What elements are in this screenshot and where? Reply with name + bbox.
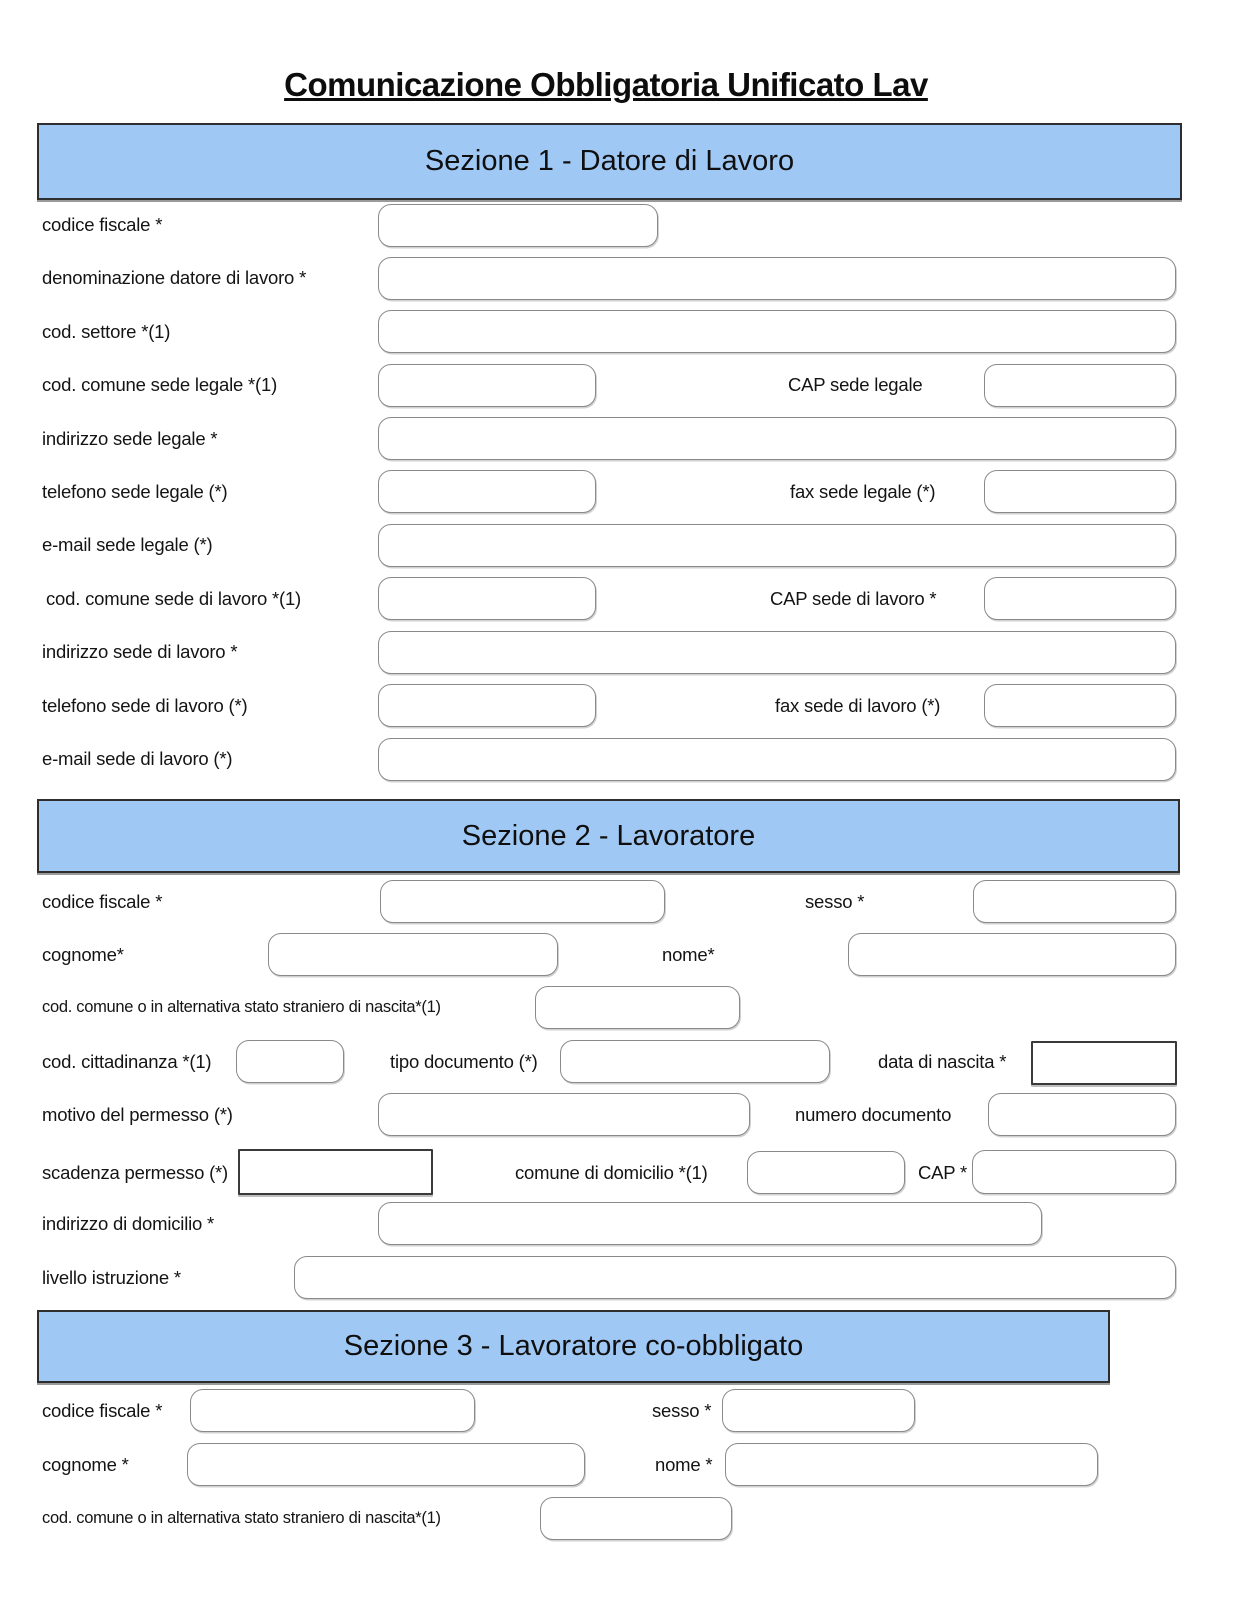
page-title: Comunicazione Obbligatoria Unificato Lav — [284, 66, 928, 103]
s1-fax-sede-lavoro-label: fax sede di lavoro (*) — [775, 695, 941, 716]
s2-cognome-input[interactable] — [268, 933, 558, 976]
s1-indirizzo-sede-lavoro-label: indirizzo sede di lavoro * — [42, 641, 238, 662]
s3-cod-comune-nascita-input[interactable] — [540, 1497, 732, 1540]
s1-telefono-sede-legale-label: telefono sede legale (*) — [42, 481, 228, 502]
s1-denominazione-label: denominazione datore di lavoro * — [42, 267, 307, 288]
s2-cognome-label: cognome* — [42, 944, 124, 965]
section3-header: Sezione 3 - Lavoratore co-obbligato — [37, 1310, 1110, 1383]
s1-cap-sede-legale-label: CAP sede legale — [788, 374, 923, 395]
s1-telefono-sede-lavoro-label: telefono sede di lavoro (*) — [42, 695, 248, 716]
s3-nome-input[interactable] — [725, 1443, 1098, 1486]
s1-telefono-sede-lavoro-input[interactable] — [378, 684, 596, 727]
s2-nome-input[interactable] — [848, 933, 1176, 976]
s2-cap-domicilio-label: CAP * — [918, 1162, 968, 1183]
s2-numero-documento-label: numero documento — [795, 1104, 952, 1125]
s1-fax-sede-legale-input[interactable] — [984, 470, 1176, 513]
s2-tipo-documento-label: tipo documento (*) — [390, 1051, 538, 1072]
s1-email-sede-legale-label: e-mail sede legale (*) — [42, 534, 213, 555]
s1-fax-sede-lavoro-input[interactable] — [984, 684, 1176, 727]
s2-indirizzo-domicilio-input[interactable] — [378, 1202, 1042, 1245]
s2-livello-istruzione-label: livello istruzione * — [42, 1267, 181, 1288]
s2-indirizzo-domicilio-label: indirizzo di domicilio * — [42, 1213, 215, 1234]
s1-email-sede-lavoro-label: e-mail sede di lavoro (*) — [42, 748, 233, 769]
s1-codice-fiscale-label: codice fiscale * — [42, 214, 163, 235]
s1-cap-sede-lavoro-input[interactable] — [984, 577, 1176, 620]
s3-sesso-label: sesso * — [652, 1400, 712, 1421]
s1-indirizzo-sede-lavoro-input[interactable] — [378, 631, 1176, 674]
s2-numero-documento-input[interactable] — [988, 1093, 1176, 1136]
s2-tipo-documento-input[interactable] — [560, 1040, 830, 1083]
s3-cognome-label: cognome * — [42, 1454, 129, 1475]
s3-codice-fiscale-label: codice fiscale * — [42, 1400, 163, 1421]
section1-header: Sezione 1 - Datore di Lavoro — [37, 123, 1182, 200]
s1-denominazione-input[interactable] — [378, 257, 1176, 300]
s2-cod-comune-nascita-input[interactable] — [535, 986, 740, 1029]
section2-header: Sezione 2 - Lavoratore — [37, 799, 1180, 873]
s3-codice-fiscale-input[interactable] — [190, 1389, 475, 1432]
s2-cap-domicilio-input[interactable] — [972, 1150, 1176, 1194]
s1-cap-sede-lavoro-label: CAP sede di lavoro * — [770, 588, 937, 609]
s3-cognome-input[interactable] — [187, 1443, 585, 1486]
s1-email-sede-lavoro-input[interactable] — [378, 738, 1176, 781]
s2-comune-domicilio-input[interactable] — [747, 1151, 905, 1194]
s2-cod-cittadinanza-label: cod. cittadinanza *(1) — [42, 1051, 212, 1072]
s2-cod-comune-nascita-label: cod. comune o in alternativa stato stran… — [42, 998, 441, 1016]
s3-sesso-input[interactable] — [722, 1389, 915, 1432]
s2-livello-istruzione-input[interactable] — [294, 1256, 1176, 1299]
s1-cod-settore-label: cod. settore *(1) — [42, 321, 171, 342]
s1-fax-sede-legale-label: fax sede legale (*) — [790, 481, 936, 502]
s1-cod-settore-input[interactable] — [378, 310, 1176, 353]
s1-cap-sede-legale-input[interactable] — [984, 364, 1176, 407]
s3-cod-comune-nascita-label: cod. comune o in alternativa stato stran… — [42, 1509, 441, 1527]
s1-cod-comune-sede-legale-input[interactable] — [378, 364, 596, 407]
s1-email-sede-legale-input[interactable] — [378, 524, 1176, 567]
s2-codice-fiscale-label: codice fiscale * — [42, 891, 163, 912]
s1-telefono-sede-legale-input[interactable] — [378, 470, 596, 513]
s2-nome-label: nome* — [662, 944, 715, 965]
s2-scadenza-permesso-label: scadenza permesso (*) — [42, 1162, 229, 1183]
s1-cod-comune-sede-lavoro-label: cod. comune sede di lavoro *(1) — [46, 588, 301, 609]
s2-codice-fiscale-input[interactable] — [380, 880, 665, 923]
s1-indirizzo-sede-legale-label: indirizzo sede legale * — [42, 428, 218, 449]
s1-cod-comune-sede-lavoro-input[interactable] — [378, 577, 596, 620]
s2-cod-cittadinanza-input[interactable] — [236, 1040, 344, 1083]
s1-indirizzo-sede-legale-input[interactable] — [378, 417, 1176, 460]
s2-scadenza-permesso-input[interactable] — [238, 1149, 433, 1195]
s2-motivo-permesso-input[interactable] — [378, 1093, 750, 1136]
s2-data-di-nascita-input[interactable] — [1031, 1041, 1177, 1085]
s2-comune-domicilio-label: comune di domicilio *(1) — [515, 1162, 708, 1183]
s3-nome-label: nome * — [655, 1454, 713, 1475]
s1-codice-fiscale-input[interactable] — [378, 204, 658, 247]
s2-motivo-permesso-label: motivo del permesso (*) — [42, 1104, 233, 1125]
s2-sesso-input[interactable] — [973, 880, 1176, 923]
s2-data-di-nascita-label: data di nascita * — [878, 1051, 1007, 1072]
s1-cod-comune-sede-legale-label: cod. comune sede legale *(1) — [42, 374, 278, 395]
s2-sesso-label: sesso * — [805, 891, 865, 912]
